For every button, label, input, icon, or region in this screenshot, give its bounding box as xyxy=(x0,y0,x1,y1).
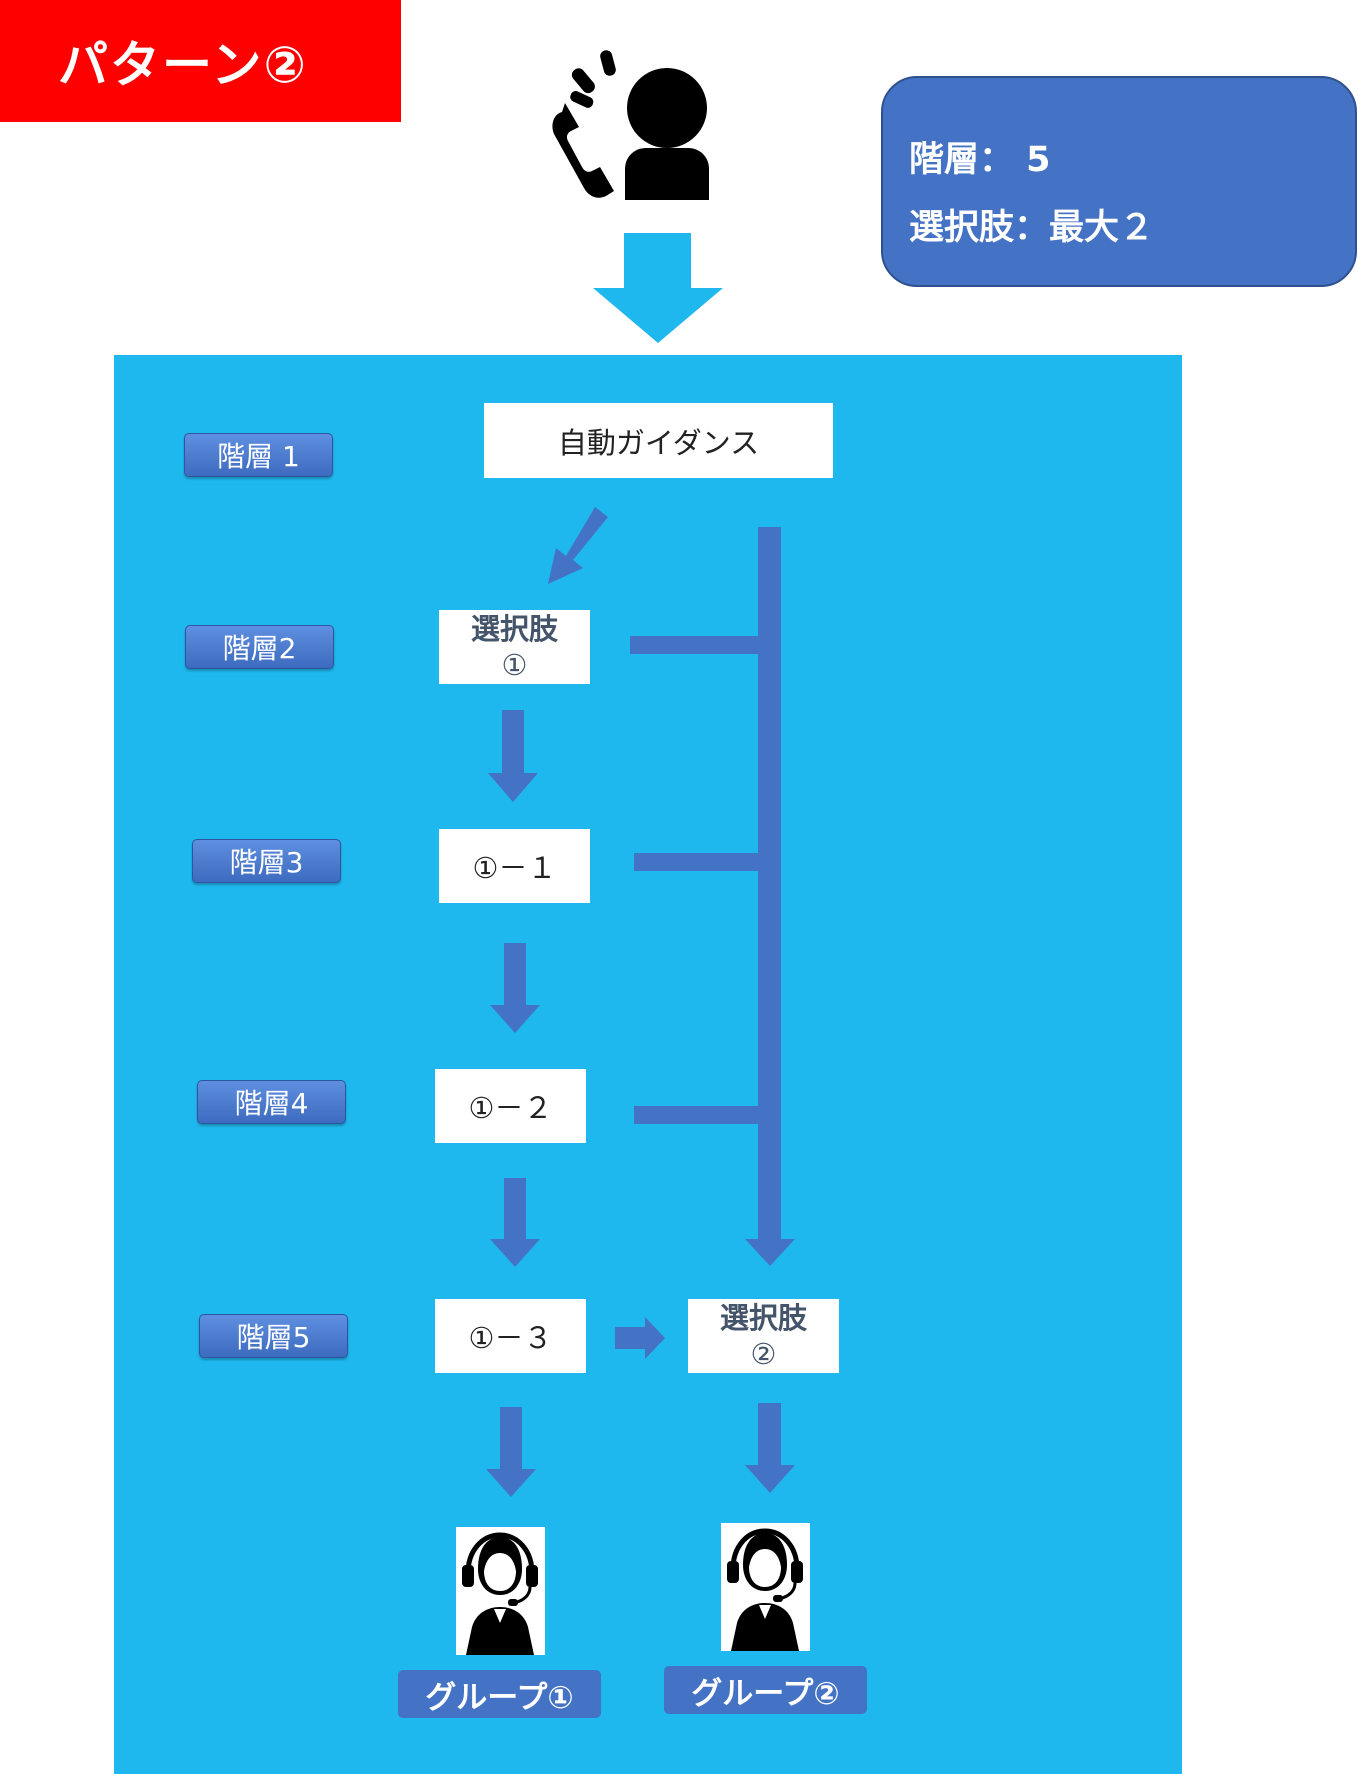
group-label-1: グループ① xyxy=(398,1670,601,1718)
group-label-2: グループ② xyxy=(664,1666,867,1714)
node-choice1: 選択肢 ① xyxy=(439,610,590,684)
pattern-title: パターン② xyxy=(0,0,401,122)
node-1-2: ①－２ xyxy=(435,1069,586,1143)
operator-headset-icon xyxy=(462,1532,538,1655)
summary-choices: 選択肢：最大２ xyxy=(909,208,1155,248)
level-badge-5: 階層5 xyxy=(199,1314,348,1358)
level-badge-2: 階層2 xyxy=(185,625,334,669)
node-1-3: ①－３ xyxy=(435,1299,586,1373)
flow-panel xyxy=(114,355,1182,1774)
node-choice1-title: 選択肢 xyxy=(470,612,558,646)
summary-levels: 階層： 5 xyxy=(909,140,1051,180)
node-choice2-mark: ② xyxy=(750,1337,777,1371)
level-badge-3: 階層3 xyxy=(192,839,341,883)
summary-box: 階層： 5 選択肢：最大２ xyxy=(881,76,1357,287)
level-badge-4: 階層4 xyxy=(197,1080,346,1124)
operator-headset-icon xyxy=(727,1528,803,1651)
operator-card-2 xyxy=(721,1523,810,1651)
node-choice2: 選択肢 ② xyxy=(688,1299,839,1373)
node-guidance: 自動ガイダンス xyxy=(484,403,833,478)
node-choice1-mark: ① xyxy=(501,648,528,682)
operator-card-1 xyxy=(456,1527,545,1655)
level-badge-1: 階層 1 xyxy=(184,433,333,477)
node-choice2-title: 選択肢 xyxy=(719,1301,807,1335)
node-1-1: ①－１ xyxy=(439,829,590,903)
